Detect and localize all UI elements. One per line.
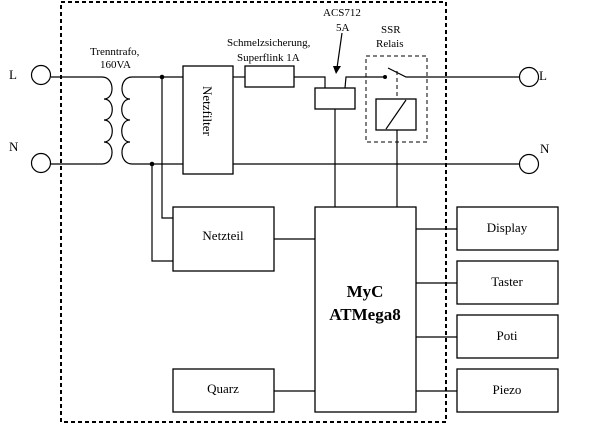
- label-right-n: N: [540, 141, 550, 156]
- transformer-icon: [101, 76, 133, 165]
- wire-fuse-sensor: [294, 76, 326, 88]
- display-block: [456, 206, 559, 251]
- piezo-block: [456, 368, 559, 413]
- label-right-l: L: [539, 68, 547, 83]
- terminal-left-n: [30, 152, 52, 174]
- enclosure-boundary: [60, 1, 447, 423]
- piezo-label: Piezo: [493, 382, 522, 397]
- relay-switch: [387, 67, 528, 78]
- mcu-block: [314, 206, 417, 413]
- relay-contact: [383, 75, 387, 79]
- quarz-block: [172, 368, 275, 413]
- terminal-right-n: [518, 153, 540, 175]
- relay-label-2: Relais: [376, 38, 404, 50]
- terminal-right-l: [518, 66, 540, 88]
- netzfilter-label: Netzfilter: [200, 86, 215, 136]
- sensor-label-2: 5A: [336, 22, 350, 34]
- netzteil-label: Netzteil: [202, 228, 244, 243]
- fuse-label-2: Superflink 1A: [237, 52, 300, 64]
- wire-l-netzteil: [161, 77, 173, 219]
- relay-label-1: SSR: [381, 24, 401, 36]
- wire-sensor-relay: [344, 76, 385, 89]
- poti-block: [456, 314, 559, 359]
- terminal-left-l: [30, 64, 52, 86]
- wire-n-netzteil: [151, 164, 173, 262]
- netzfilter-block: [182, 65, 234, 175]
- transformer-label-2: 160VA: [100, 59, 131, 71]
- label-left-n: N: [9, 139, 19, 154]
- relay-coil: [375, 98, 417, 131]
- display-label: Display: [487, 220, 528, 235]
- taster-block: [456, 260, 559, 305]
- relay-coil-slash: [385, 99, 407, 130]
- netzteil-block: [172, 206, 275, 272]
- fuse-block: [244, 65, 295, 88]
- poti-label: Poti: [497, 328, 518, 343]
- current-sensor-block: [314, 87, 356, 110]
- arrow-icon: [333, 66, 341, 74]
- sensor-arrow-line: [336, 32, 343, 69]
- quarz-label: Quarz: [207, 381, 239, 396]
- sensor-label-1: ACS712: [323, 7, 361, 19]
- transformer-label-1: Trenntrafo,: [90, 46, 140, 58]
- mcu-label-1: MyC: [347, 282, 384, 301]
- label-left-l: L: [9, 67, 17, 82]
- mcu-label-2: ATMega8: [329, 305, 400, 324]
- fuse-label-1: Schmelzsicherung,: [227, 37, 311, 49]
- taster-label: Taster: [491, 274, 523, 289]
